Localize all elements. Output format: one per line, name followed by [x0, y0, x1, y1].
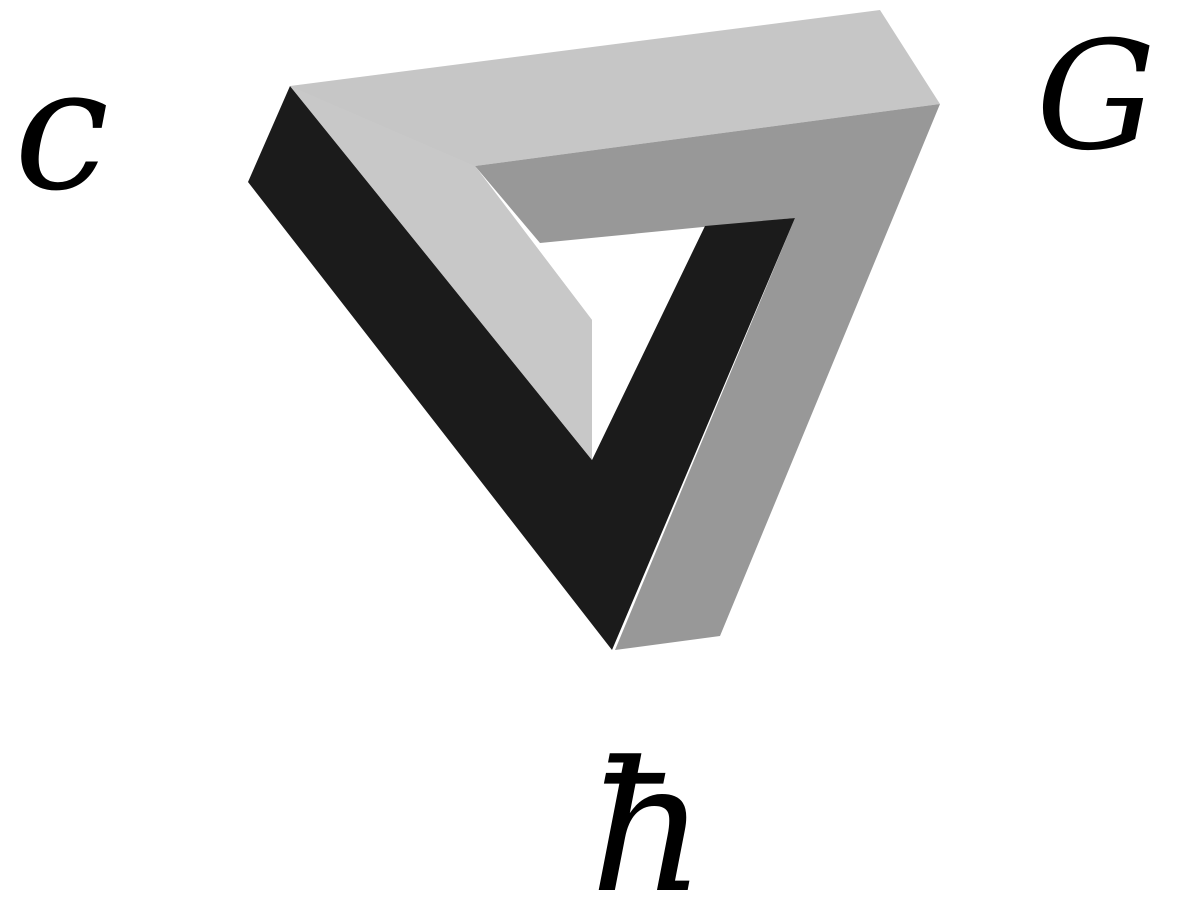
label-gravitational-constant: G [1036, 10, 1156, 184]
label-speed-of-light: c [14, 31, 109, 229]
label-reduced-planck-constant: ħ [590, 724, 706, 904]
penrose-triangle [248, 10, 940, 650]
